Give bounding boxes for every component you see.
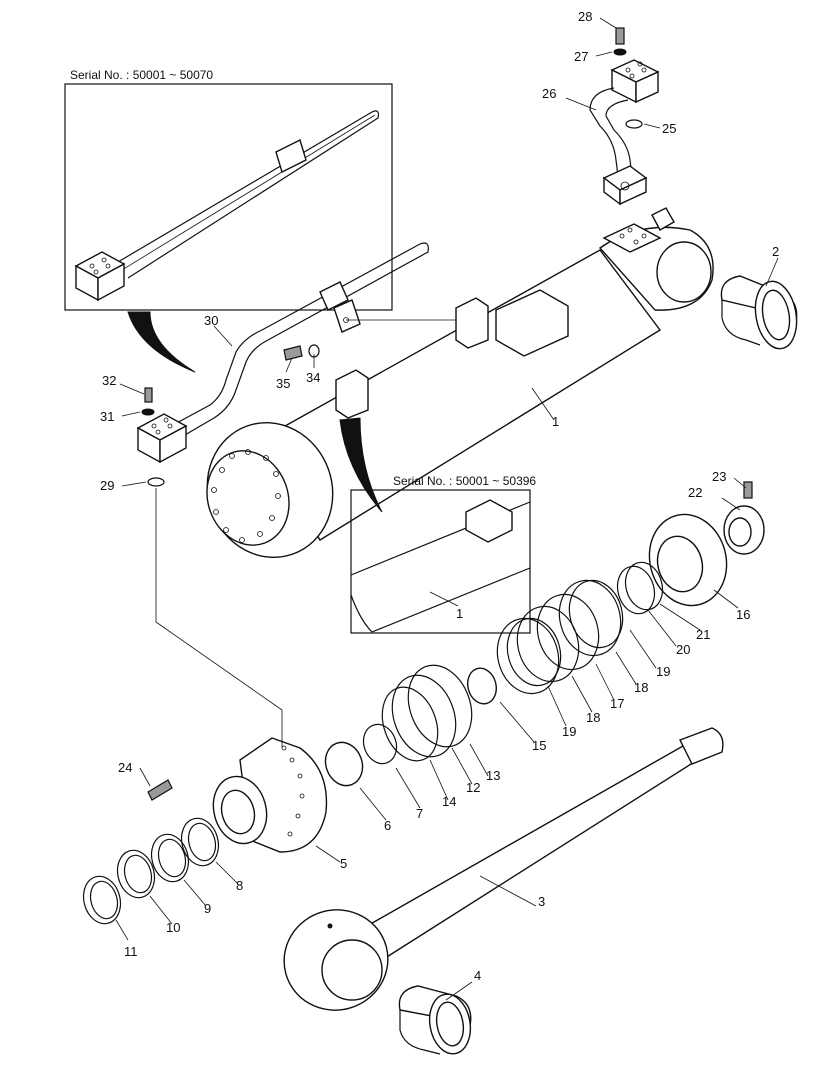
pipe-26-body bbox=[589, 87, 619, 177]
pipe-30 bbox=[159, 242, 429, 447]
seal-11 bbox=[82, 875, 122, 925]
inset-middle-frame bbox=[350, 489, 531, 634]
inset-top-serial: Serial No. : 50001 ~ 50070 bbox=[70, 68, 213, 82]
label-part-23: 23 bbox=[712, 469, 726, 484]
pipe-26-assembly bbox=[589, 27, 660, 206]
label-part-19a: 19 bbox=[656, 664, 670, 679]
bushing-4 bbox=[398, 985, 472, 1055]
washer-34 bbox=[308, 344, 320, 358]
barrel-grease-fitting bbox=[651, 207, 675, 231]
pipe-30-body bbox=[159, 242, 429, 447]
label-part-26: 26 bbox=[542, 86, 556, 101]
seal-19a bbox=[516, 605, 580, 683]
bolt-35 bbox=[283, 345, 303, 361]
setscrew-23 bbox=[743, 481, 753, 499]
inset-top-frame bbox=[64, 83, 393, 311]
label-part-35: 35 bbox=[276, 376, 290, 391]
barrel-lug-center bbox=[455, 297, 489, 349]
inset-top-pipe bbox=[117, 110, 379, 279]
label-part-12: 12 bbox=[466, 780, 480, 795]
bolt-35-washer-34 bbox=[283, 344, 320, 361]
piston-rod-3 bbox=[283, 727, 724, 1011]
label-part-2: 2 bbox=[772, 244, 779, 259]
label-part-34: 34 bbox=[306, 370, 320, 385]
seal-9 bbox=[150, 833, 190, 883]
inset-top-pointer bbox=[127, 311, 196, 373]
cylinder-barrel bbox=[206, 207, 714, 559]
seal-19b bbox=[496, 617, 560, 695]
label-part-6: 6 bbox=[384, 818, 391, 833]
ring-20 bbox=[616, 565, 656, 615]
bushing-15 bbox=[466, 667, 498, 705]
label-part-15: 15 bbox=[532, 738, 546, 753]
inset-middle-serial: Serial No. : 50001 ~ 50396 bbox=[393, 474, 536, 488]
oring-25 bbox=[625, 119, 643, 129]
oring-29 bbox=[147, 477, 165, 487]
label-part-25: 25 bbox=[662, 121, 676, 136]
bolt-28 bbox=[615, 27, 625, 45]
label-part-18b: 18 bbox=[586, 710, 600, 725]
label-part-17: 17 bbox=[610, 696, 624, 711]
label-part-13: 13 bbox=[486, 768, 500, 783]
barrel-lug-lower bbox=[335, 369, 369, 419]
ring-14 bbox=[381, 686, 439, 762]
seal-8 bbox=[180, 817, 220, 867]
seal-10 bbox=[116, 849, 156, 899]
label-part-16: 16 bbox=[736, 607, 750, 622]
label-part-7: 7 bbox=[416, 806, 423, 821]
seal-17 bbox=[558, 579, 622, 657]
label-part-22: 22 bbox=[688, 485, 702, 500]
rod-shaft bbox=[358, 739, 711, 961]
pipe-30-clamp bbox=[319, 281, 349, 311]
pipe-block-lower bbox=[136, 387, 188, 487]
label-part-11: 11 bbox=[124, 944, 138, 959]
label-part-30: 30 bbox=[204, 313, 218, 328]
label-part-31: 31 bbox=[100, 409, 114, 424]
bushing-6 bbox=[324, 741, 364, 787]
bolt-24 bbox=[147, 779, 173, 801]
label-part-24: 24 bbox=[118, 760, 132, 775]
label-part-8: 8 bbox=[236, 878, 243, 893]
seal-18a bbox=[536, 593, 600, 671]
barrel-eye-bore bbox=[656, 241, 712, 303]
ring-21 bbox=[624, 561, 664, 611]
label-part-3: 3 bbox=[538, 894, 545, 909]
leader-lines bbox=[115, 17, 779, 1001]
label-part-10: 10 bbox=[166, 920, 180, 935]
ring-7 bbox=[362, 723, 398, 765]
barrel-port-block bbox=[602, 223, 662, 253]
bolt-32 bbox=[144, 387, 153, 403]
ring-13 bbox=[407, 664, 473, 748]
rod-eye-bore bbox=[321, 939, 383, 1001]
label-part-29: 29 bbox=[100, 478, 114, 493]
label-part-21: 21 bbox=[696, 627, 710, 642]
inset-middle-pointer bbox=[339, 417, 383, 513]
washer-27 bbox=[613, 48, 627, 56]
assembly-line-29 bbox=[155, 488, 283, 748]
rod-gland-group bbox=[82, 488, 328, 925]
label-part-19b: 19 bbox=[562, 724, 576, 739]
part-labels: 1 2 3 4 5 6 7 8 9 10 11 12 13 14 15 16 1… bbox=[100, 9, 779, 983]
label-part-4: 4 bbox=[474, 968, 481, 983]
label-part-27: 27 bbox=[574, 49, 588, 64]
seal-kit bbox=[324, 481, 765, 787]
inset-middle: Serial No. : 50001 ~ 50396 1 bbox=[339, 417, 536, 634]
bushing-2 bbox=[720, 275, 798, 350]
barrel-bracket bbox=[495, 289, 569, 357]
label-part-18a: 18 bbox=[634, 680, 648, 695]
label-part-32: 32 bbox=[102, 373, 116, 388]
label-part-9: 9 bbox=[204, 901, 211, 916]
inset-top: Serial No. : 50001 ~ 50070 bbox=[64, 68, 393, 373]
inset-top-clamp bbox=[275, 139, 307, 173]
washer-31 bbox=[141, 408, 155, 416]
label-part-14: 14 bbox=[442, 794, 456, 809]
inset-middle-label-1: 1 bbox=[456, 606, 463, 621]
label-part-20: 20 bbox=[676, 642, 690, 657]
label-part-28: 28 bbox=[578, 9, 592, 24]
label-part-5: 5 bbox=[340, 856, 347, 871]
ring-12 bbox=[391, 674, 457, 758]
end-cap-bolts bbox=[211, 449, 281, 543]
label-part-1: 1 bbox=[552, 414, 559, 429]
